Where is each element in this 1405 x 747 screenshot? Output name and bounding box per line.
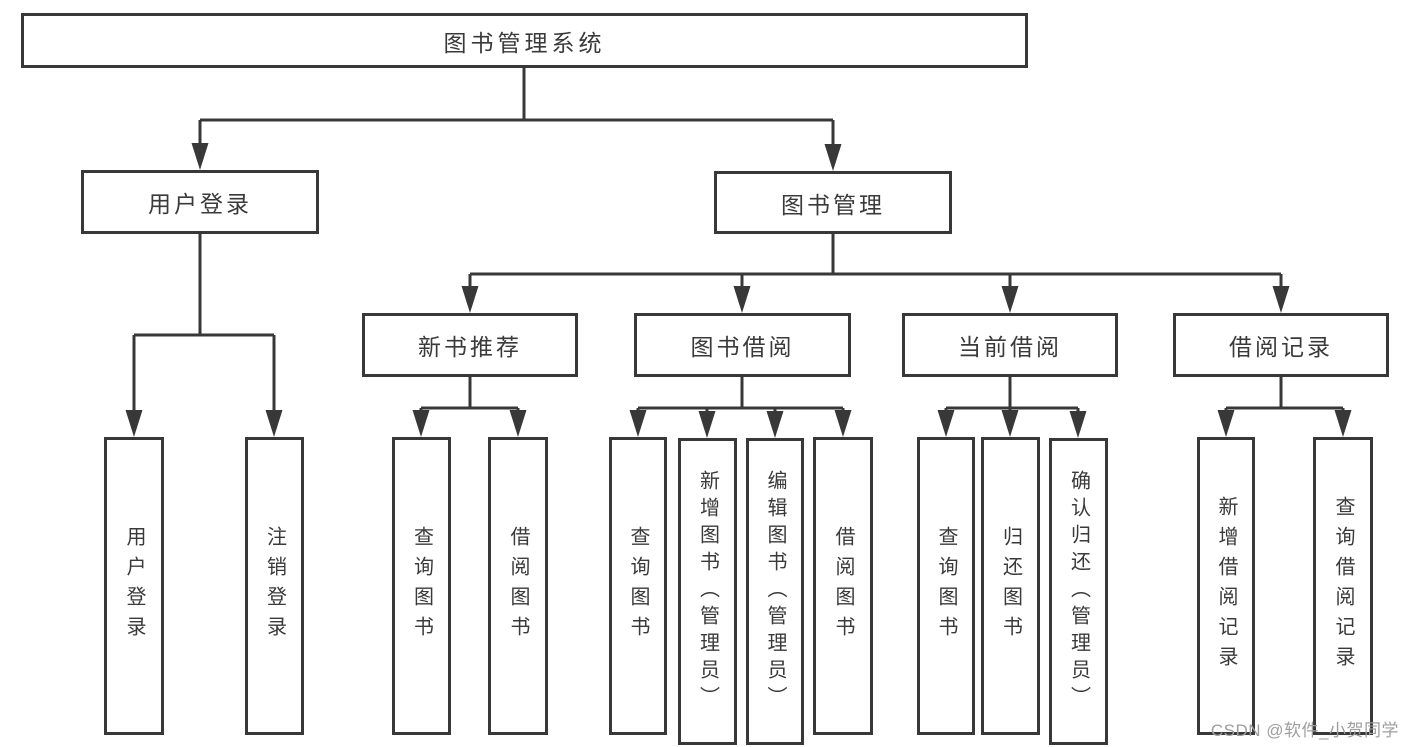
leaf-confirm-return-admin: 确认归还（管理员）: [1049, 438, 1108, 745]
node-new-book-recommend: 新书推荐: [362, 313, 578, 377]
leaf-return-books: 归还图书: [981, 437, 1040, 735]
leaf-confirm-return-admin-label: 确认归还（管理员）: [1067, 470, 1090, 713]
leaf-add-borrow-record: 新增借阅记录: [1197, 437, 1255, 735]
leaf-borrow-books-recommend: 借阅图书: [488, 437, 548, 735]
leaf-borrow-books-recommend-label: 借阅图书: [507, 526, 529, 646]
leaf-borrow-books-label: 借阅图书: [832, 526, 854, 646]
leaf-query-books-recommend-label: 查询图书: [410, 526, 433, 646]
leaf-query-books-current: 查询图书: [917, 437, 975, 735]
node-book-borrowing: 图书借阅: [634, 313, 851, 377]
leaf-user-login: 用户登录: [104, 437, 164, 735]
leaf-logout-label: 注销登录: [263, 526, 286, 646]
leaf-query-borrow-record: 查询借阅记录: [1313, 437, 1373, 735]
node-book-management: 图书管理: [714, 171, 952, 234]
leaf-add-borrow-record-label: 新增借阅记录: [1215, 496, 1237, 676]
leaf-query-books-borrowing-label: 查询图书: [627, 526, 649, 646]
csdn-watermark: CSDN @软件_小贺同学: [1210, 721, 1399, 740]
leaf-add-books-admin-label: 新增图书（管理员）: [696, 470, 719, 713]
node-user-login: 用户登录: [81, 170, 319, 234]
leaf-query-books-current-label: 查询图书: [935, 526, 957, 646]
leaf-borrow-books: 借阅图书: [813, 437, 873, 735]
leaf-user-login-label: 用户登录: [123, 526, 145, 646]
leaf-query-borrow-record-label: 查询借阅记录: [1332, 496, 1354, 676]
leaf-edit-books-admin-label: 编辑图书（管理员）: [764, 470, 786, 713]
arrowhead-icons: [125, 143, 1352, 438]
leaf-query-books-recommend: 查询图书: [392, 437, 451, 735]
node-borrowing-records: 借阅记录: [1173, 313, 1389, 377]
leaf-logout: 注销登录: [245, 437, 304, 735]
node-current-borrowing: 当前借阅: [902, 313, 1118, 377]
leaf-add-books-admin: 新增图书（管理员）: [678, 438, 737, 745]
node-library-management-system: 图书管理系统: [21, 13, 1028, 68]
leaf-edit-books-admin: 编辑图书（管理员）: [746, 438, 804, 745]
leaf-return-books-label: 归还图书: [999, 526, 1022, 646]
leaf-query-books-borrowing: 查询图书: [609, 437, 667, 735]
